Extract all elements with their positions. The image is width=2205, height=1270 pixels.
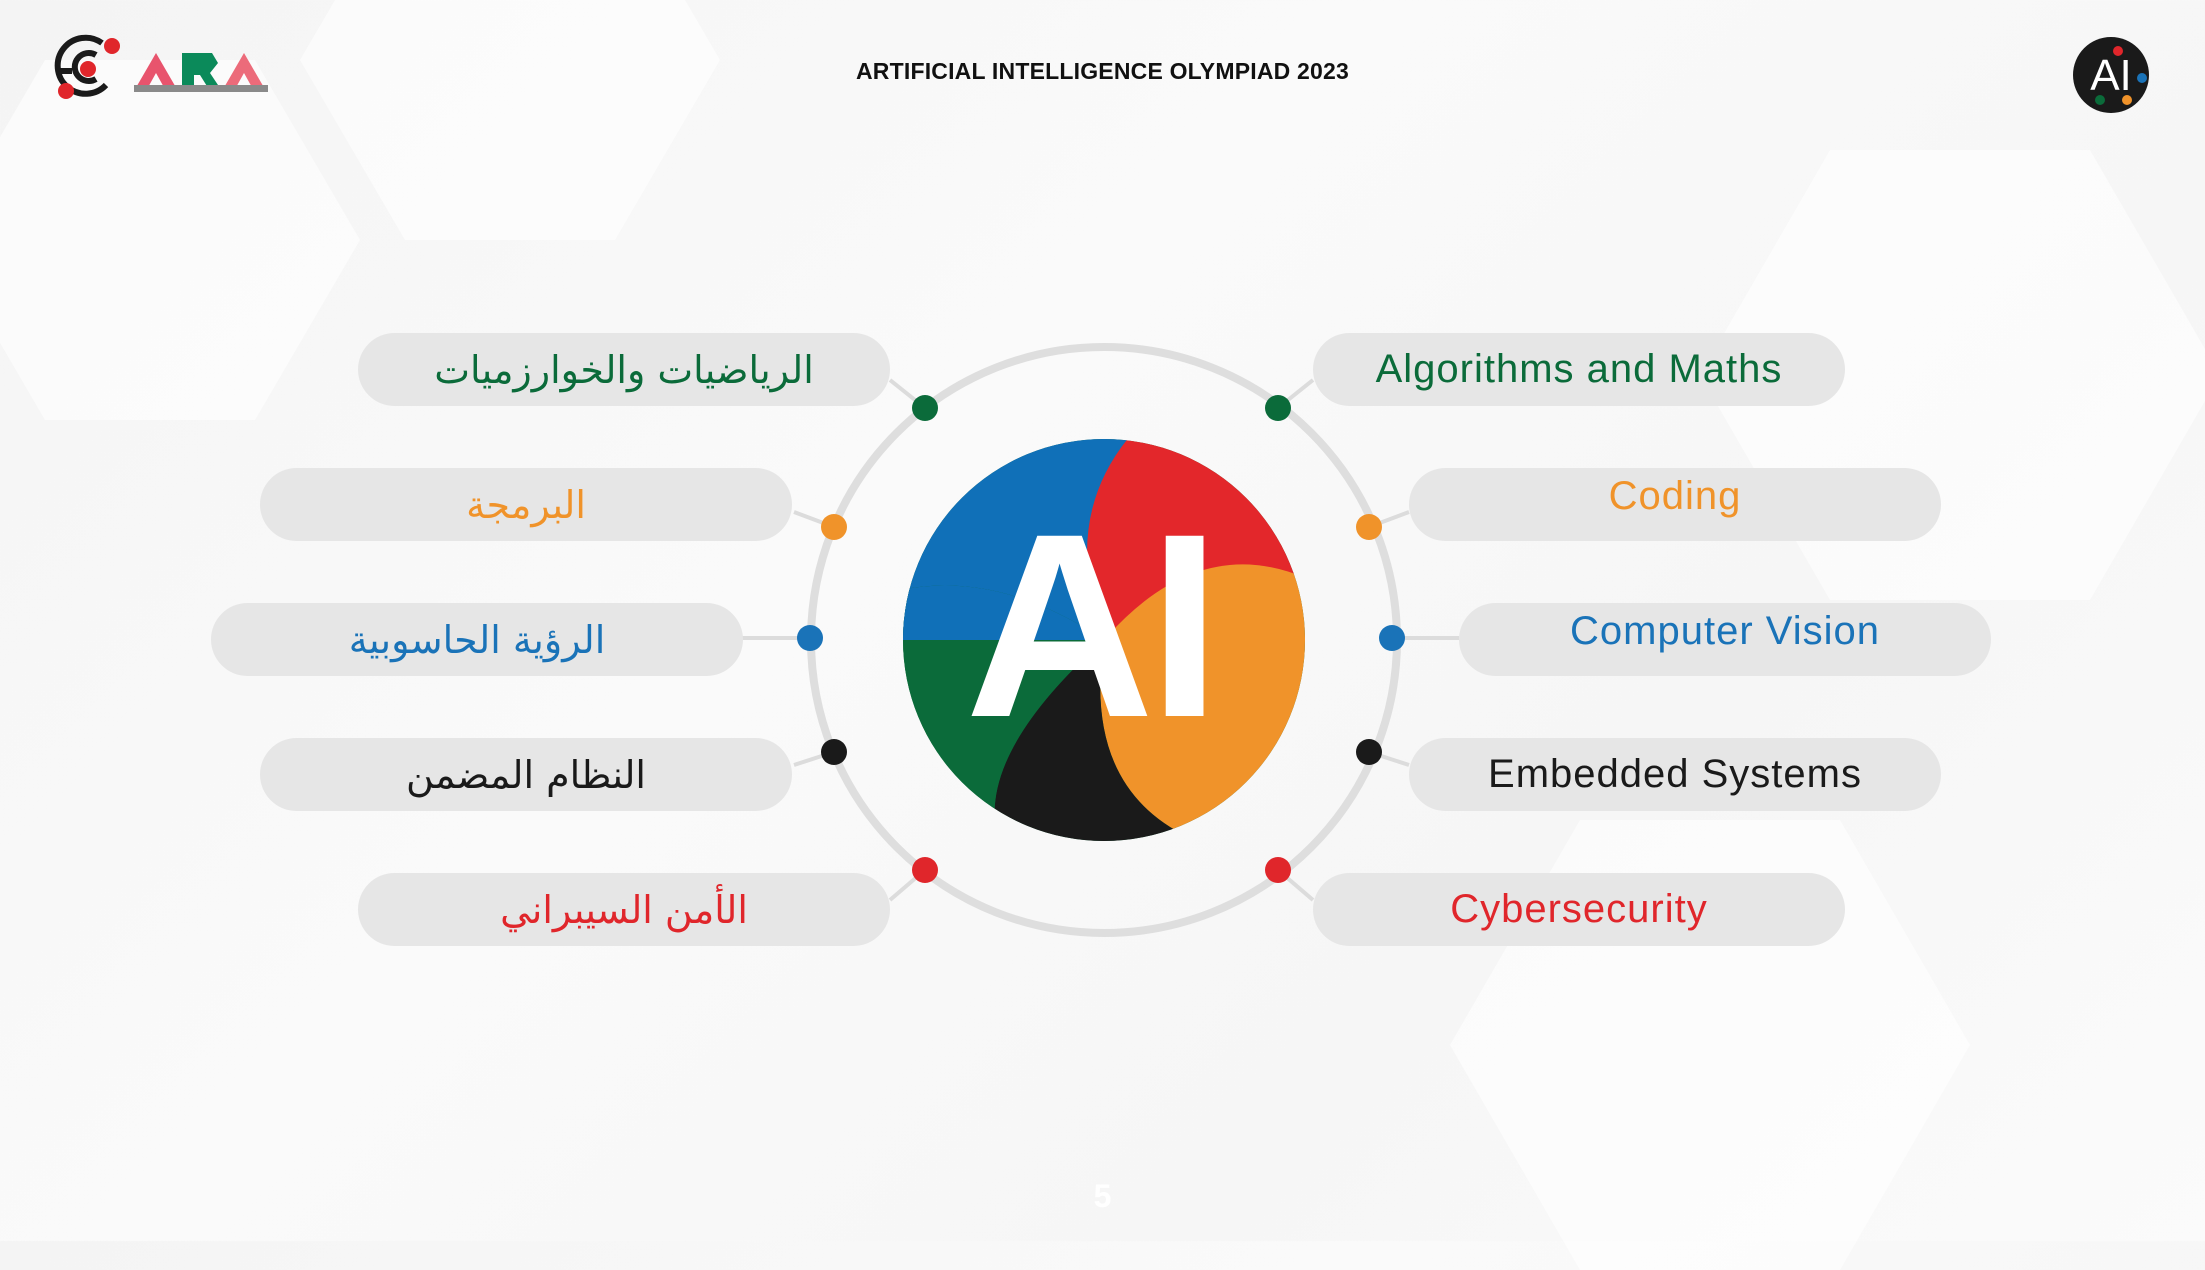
topic-label: الأمن السيبراني — [500, 887, 748, 932]
orange-dot-icon — [2122, 95, 2132, 105]
right-topic-dot — [1265, 857, 1291, 883]
left-topic-dot — [797, 625, 823, 651]
green-dot-icon — [2095, 95, 2105, 105]
page-number: 5 — [1093, 1178, 1112, 1214]
ai-logo-circle — [903, 439, 1305, 841]
right-topic-dot — [1356, 739, 1382, 765]
topic-pill-ar-embedded: النظام المضمن — [260, 738, 792, 811]
topic-label: البرمجة — [466, 482, 586, 527]
page-title: ARTIFICIAL INTELLIGENCE OLYMPIAD 2023 — [855, 58, 1350, 84]
topic-pill-embedded: Embedded Systems — [1409, 738, 1941, 811]
topic-label: Computer Vision — [1570, 609, 1880, 653]
topic-label: Coding — [1608, 474, 1742, 518]
topic-pill-cyber: Cybersecurity — [1313, 873, 1845, 946]
topic-label: Embedded Systems — [1488, 752, 1862, 796]
topic-label: الرؤية الحاسوبية — [348, 617, 606, 662]
topic-label: Algorithms and Maths — [1375, 347, 1783, 391]
topic-pill-coding: Coding — [1409, 468, 1941, 541]
left-topic-dot — [912, 857, 938, 883]
topic-pill-ar-algorithms: الرياضيات والخوارزميات — [358, 333, 890, 406]
topic-label: الرياضيات والخوارزميات — [434, 347, 814, 392]
blue-dot-icon — [2137, 73, 2147, 83]
left-topic-dot — [821, 739, 847, 765]
ai-logo-text: AI — [965, 479, 1221, 772]
right-topic-dot — [1356, 514, 1382, 540]
topic-pill-algorithms: Algorithms and Maths — [1313, 333, 1845, 406]
topic-label: Cybersecurity — [1450, 887, 1708, 931]
topic-pill-vision: Computer Vision — [1459, 603, 1991, 676]
left-topic-dot — [821, 514, 847, 540]
ai-olympiad-badge: AI — [2073, 37, 2149, 113]
ara-logo-mark — [54, 34, 268, 99]
left-topic-dot — [912, 395, 938, 421]
topic-pill-ar-coding: البرمجة — [260, 468, 792, 541]
right-topic-dot — [1379, 625, 1405, 651]
topic-ring-diagram — [742, 343, 1459, 937]
topic-pill-ar-cyber: الأمن السيبراني — [358, 873, 890, 946]
red-dot-icon — [2113, 46, 2123, 56]
right-topic-dot — [1265, 395, 1291, 421]
badge-text: AI — [2090, 51, 2132, 100]
topic-pill-ar-vision: الرؤية الحاسوبية — [211, 603, 743, 676]
topic-label: النظام المضمن — [406, 752, 646, 797]
ara-logo — [52, 33, 282, 105]
